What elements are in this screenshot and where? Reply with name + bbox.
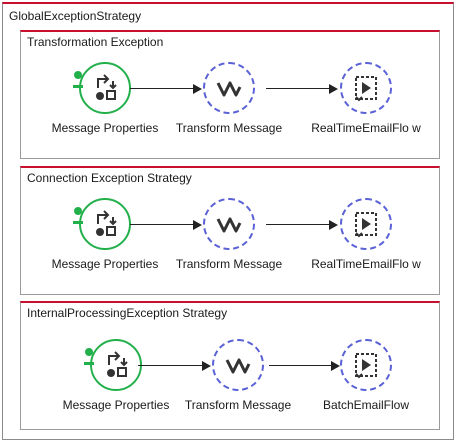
node-label: Transform Message [175, 121, 283, 135]
message-properties-node[interactable]: Message Properties [50, 62, 160, 136]
flow-reference-node[interactable]: RealTimeEmailFlo w [311, 62, 421, 136]
transform-message-node[interactable]: Transform Message [174, 62, 284, 136]
source-dot-icon [74, 71, 82, 79]
strategy-connection-exception[interactable]: Connection Exception Strategy Message Pr… [20, 166, 440, 295]
strategy-title: InternalProcessingException Strategy [27, 306, 228, 320]
flow-reference-icon [340, 198, 392, 250]
flow-reference-node[interactable]: RealTimeEmailFlo w [311, 198, 421, 272]
strategy-title: Connection Exception Strategy [27, 171, 192, 185]
node-label: RealTimeEmailFlo w [311, 121, 421, 135]
node-label: RealTimeEmailFlo w [311, 257, 421, 271]
transform-message-icon [212, 339, 264, 391]
source-tick-icon [73, 85, 83, 88]
global-exception-strategy-title: GlobalExceptionStrategy [9, 9, 142, 23]
node-label: Message Properties [51, 257, 159, 271]
message-properties-icon [73, 198, 131, 250]
flow-arrow [266, 219, 338, 231]
flow-reference-icon [340, 339, 392, 391]
node-label: Message Properties [62, 398, 170, 412]
message-properties-icon [84, 339, 142, 391]
flow-arrow [138, 360, 211, 372]
strategy-internal-processing-exception[interactable]: InternalProcessingException Strategy Mes… [20, 301, 440, 430]
transform-message-node[interactable]: Transform Message [183, 339, 293, 413]
message-properties-icon [73, 62, 131, 114]
flow-arrow [130, 219, 202, 231]
flow-reference-node[interactable]: BatchEmailFlow [311, 339, 421, 413]
source-tick-icon [84, 362, 94, 365]
source-tick-icon [73, 221, 83, 224]
transform-message-icon [203, 62, 255, 114]
flow-arrow [269, 360, 340, 372]
message-properties-node[interactable]: Message Properties [50, 198, 160, 272]
flow-arrow [130, 83, 202, 95]
strategy-transformation-exception[interactable]: Transformation Exception Message Propert… [20, 30, 440, 159]
flow-arrow [266, 83, 338, 95]
node-label: Message Properties [51, 121, 159, 135]
message-properties-node[interactable]: Message Properties [61, 339, 171, 413]
node-label: Transform Message [175, 257, 283, 271]
node-label: Transform Message [184, 398, 292, 412]
node-label: BatchEmailFlow [322, 398, 410, 412]
strategy-title: Transformation Exception [27, 35, 164, 49]
transform-message-node[interactable]: Transform Message [174, 198, 284, 272]
global-exception-strategy[interactable]: GlobalExceptionStrategy Transformation E… [2, 2, 454, 440]
source-dot-icon [74, 207, 82, 215]
transform-message-icon [203, 198, 255, 250]
flow-reference-icon [340, 62, 392, 114]
source-dot-icon [85, 348, 93, 356]
